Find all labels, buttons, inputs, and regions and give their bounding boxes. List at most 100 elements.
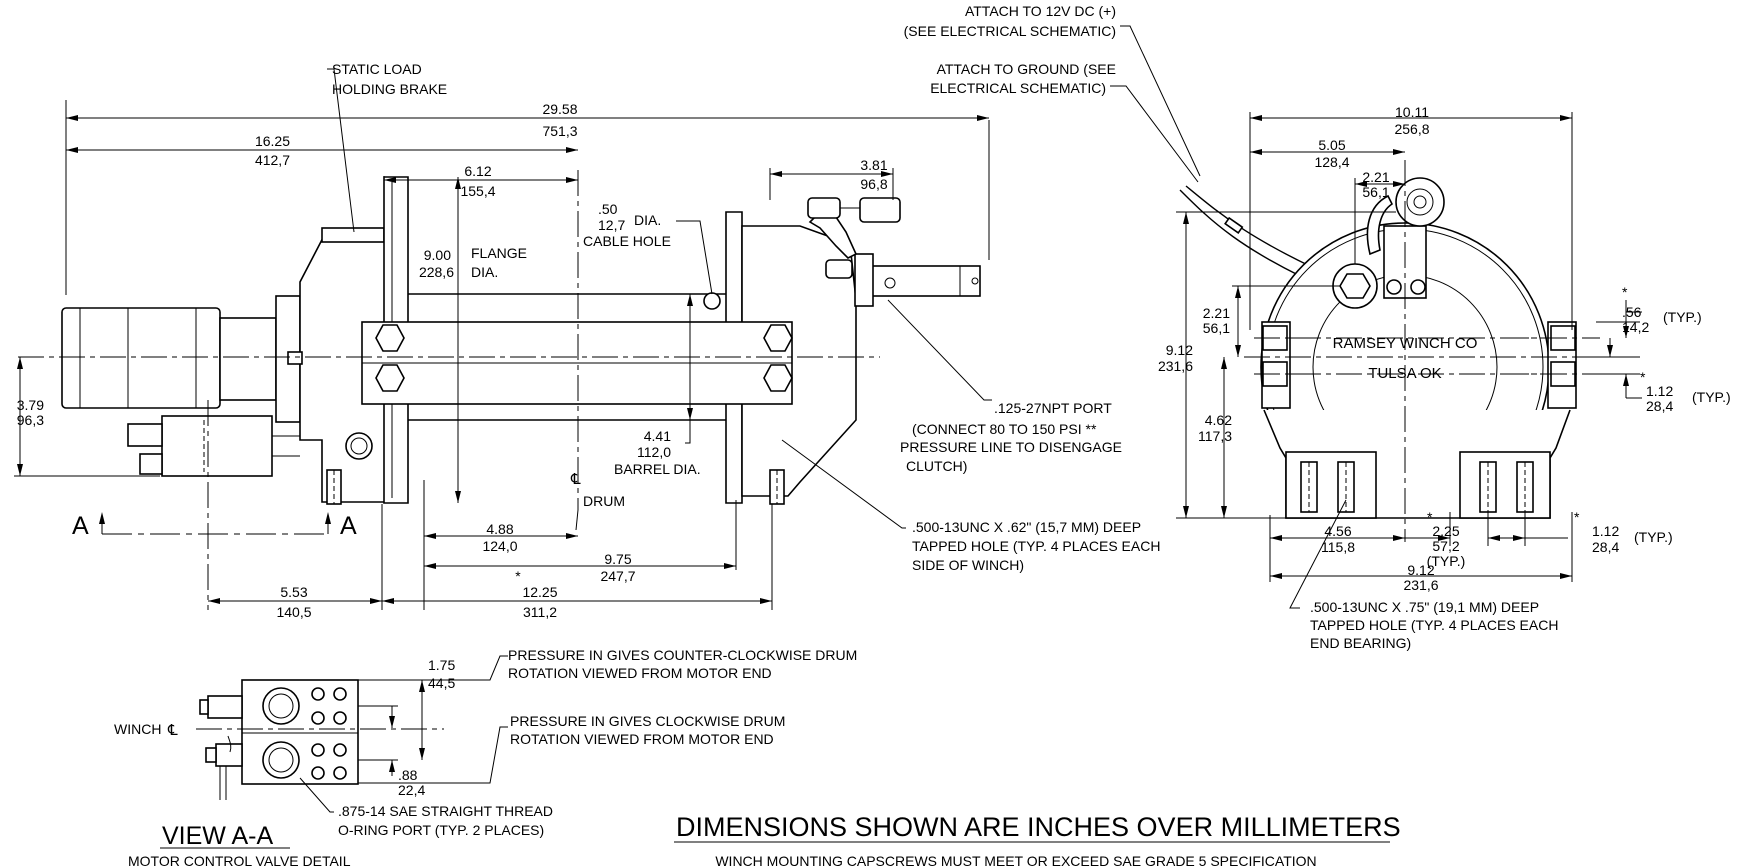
valve-bolt [311, 687, 325, 701]
valve-fitting-bottom [139, 453, 163, 475]
end-221-mm: 56,1 [1362, 184, 1389, 200]
mounting-capscrew [763, 364, 793, 392]
cable-hole-mm: 12,7 [598, 217, 625, 233]
dim-612-in: 6.12 [464, 163, 491, 179]
valve-fitting-cap [205, 747, 217, 763]
end-tapped-hole-note: TAPPED HOLE (TYP. 4 PLACES EACH [1310, 617, 1558, 633]
end-462-in: 4.62 [1205, 412, 1232, 428]
base-foot-right [1459, 451, 1551, 519]
valve-fitting [215, 743, 243, 767]
dim-379-mm: 96,3 [17, 412, 44, 428]
end-112b-typ: (TYP.) [1634, 529, 1673, 545]
end-221l-in: 2.21 [1203, 305, 1230, 321]
barrel-dia-in: 4.41 [644, 428, 671, 444]
winch-label: WINCH [114, 721, 161, 737]
valve-bolt [311, 743, 325, 757]
fitting-elbow [825, 259, 853, 279]
flange-dia-in: 9.00 [424, 247, 451, 263]
end-tapped-hole-note: END BEARING) [1310, 635, 1411, 651]
fitting-connector [859, 197, 901, 223]
npt-port-note: .125-27NPT PORT [994, 400, 1112, 416]
end-056-mm: 14,2 [1622, 319, 1649, 335]
drum-label: DRUM [583, 493, 625, 509]
clutch-air-cylinder [1395, 177, 1445, 227]
motor-control-valve [161, 415, 273, 477]
section-marker-a: A [340, 512, 357, 540]
dim-553-mm: 140,5 [276, 604, 311, 620]
end-112-mm: 28,4 [1646, 398, 1673, 414]
side-dimension-lines [14, 100, 990, 610]
side-view: STATIC LOAD HOLDING BRAKE 29.58 751,3 16… [14, 61, 1160, 620]
clutch-cylinder [867, 265, 981, 297]
valve-bolt [311, 766, 325, 780]
npt-port-note: CLUTCH) [906, 458, 967, 474]
end-221-in: 2.21 [1362, 169, 1389, 185]
motor-adapter [219, 317, 277, 401]
winch-centerline-symbol: ℄ [167, 722, 178, 739]
view-subtitle: MOTOR CONTROL VALVE DETAIL [128, 853, 351, 868]
end-112-typ: (TYP.) [1692, 389, 1731, 405]
dim-381-in: 3.81 [860, 157, 887, 173]
end-225-star: * [1427, 509, 1433, 525]
end-456-mm: 115,8 [1321, 539, 1355, 555]
end-height-mm: 231,6 [1158, 358, 1193, 374]
bracket-bolt [1410, 279, 1426, 295]
clutch-port-block [854, 253, 874, 307]
valve-bolt [333, 743, 347, 757]
end-air-fitting [1366, 194, 1394, 256]
cable-hole [703, 292, 721, 310]
view-a-a: PRESSURE IN GIVES COUNTER-CLOCKWISE DRUM… [114, 647, 857, 868]
brake-label: HOLDING BRAKE [332, 81, 447, 97]
mounting-capscrew [375, 324, 405, 352]
oring-port-note: O-RING PORT (TYP. 2 PLACES) [338, 822, 544, 838]
end-112b-mm: 28,4 [1592, 539, 1619, 555]
barrel-dia-mm: 112,0 [637, 444, 671, 460]
attach-12v-note: ATTACH TO 12V DC (+) [965, 3, 1116, 19]
flange-label: FLANGE [471, 245, 527, 261]
side-leader-lines [327, 68, 992, 529]
dim-1225-in: 12.25 [522, 584, 557, 600]
attach-ground-note: ELECTRICAL SCHEMATIC) [930, 80, 1106, 96]
cable-hole-label: CABLE HOLE [583, 233, 671, 249]
dim-612-mm: 155,4 [460, 183, 495, 199]
npt-port-note: (CONNECT 80 TO 150 PSI ** [912, 421, 1097, 437]
dim-379-in: 3.79 [17, 397, 44, 413]
end-112b-star: * [1574, 509, 1580, 525]
brake-label: STATIC LOAD [332, 61, 422, 77]
attach-ground-note: ATTACH TO GROUND (SEE [937, 61, 1116, 77]
mounting-capscrew [763, 324, 793, 352]
attach-12v-note: (SEE ELECTRICAL SCHEMATIC) [904, 23, 1116, 39]
end-225-typ: (TYP.) [1427, 553, 1466, 569]
dim-488-mm: 124,0 [482, 538, 517, 554]
ramsey-location: TULSA OK [1368, 365, 1441, 382]
end-width-mm: 256,8 [1394, 121, 1429, 137]
dim-1625-mm: 412,7 [255, 152, 290, 168]
end-225-mm: 57,2 [1432, 538, 1459, 554]
end-056-star: * [1622, 284, 1628, 300]
bracket-bolt [1386, 279, 1402, 295]
brake-boss [345, 432, 373, 460]
drum-centerline-symbol: ℄ [570, 471, 581, 488]
end-462-mm: 117,3 [1198, 428, 1232, 444]
end-half-mm: 128,4 [1314, 154, 1349, 170]
valve-bolt [333, 711, 347, 725]
dim-553-in: 5.53 [280, 584, 307, 600]
end-height-in: 9.12 [1166, 342, 1193, 358]
barrel-dia-label: BARREL DIA. [614, 461, 701, 477]
units-note: DIMENSIONS SHOWN ARE INCHES OVER MILLIME… [676, 812, 1401, 842]
cw-note: ROTATION VIEWED FROM MOTOR END [510, 731, 774, 747]
capscrew-note: WINCH MOUNTING CAPSCREWS MUST MEET OR EX… [715, 853, 1316, 868]
wire-terminal [1224, 216, 1244, 234]
dim-975-in: 9.75 [604, 551, 631, 567]
cable-hole-in: .50 [598, 201, 618, 217]
oring-port-note: .875-14 SAE STRAIGHT THREAD [338, 803, 553, 819]
end-width-in: 10.11 [1395, 104, 1429, 120]
valve-bolt [311, 711, 325, 725]
flange-dia-mm: 228,6 [419, 264, 454, 280]
cable-hole-label: DIA. [634, 212, 661, 228]
dim-975-mm: 247,7 [600, 568, 635, 584]
electrical-notes: ATTACH TO 12V DC (+) (SEE ELECTRICAL SCH… [904, 3, 1341, 291]
end-912-mm: 231,6 [1403, 577, 1438, 593]
cw-note: PRESSURE IN GIVES CLOCKWISE DRUM [510, 713, 785, 729]
